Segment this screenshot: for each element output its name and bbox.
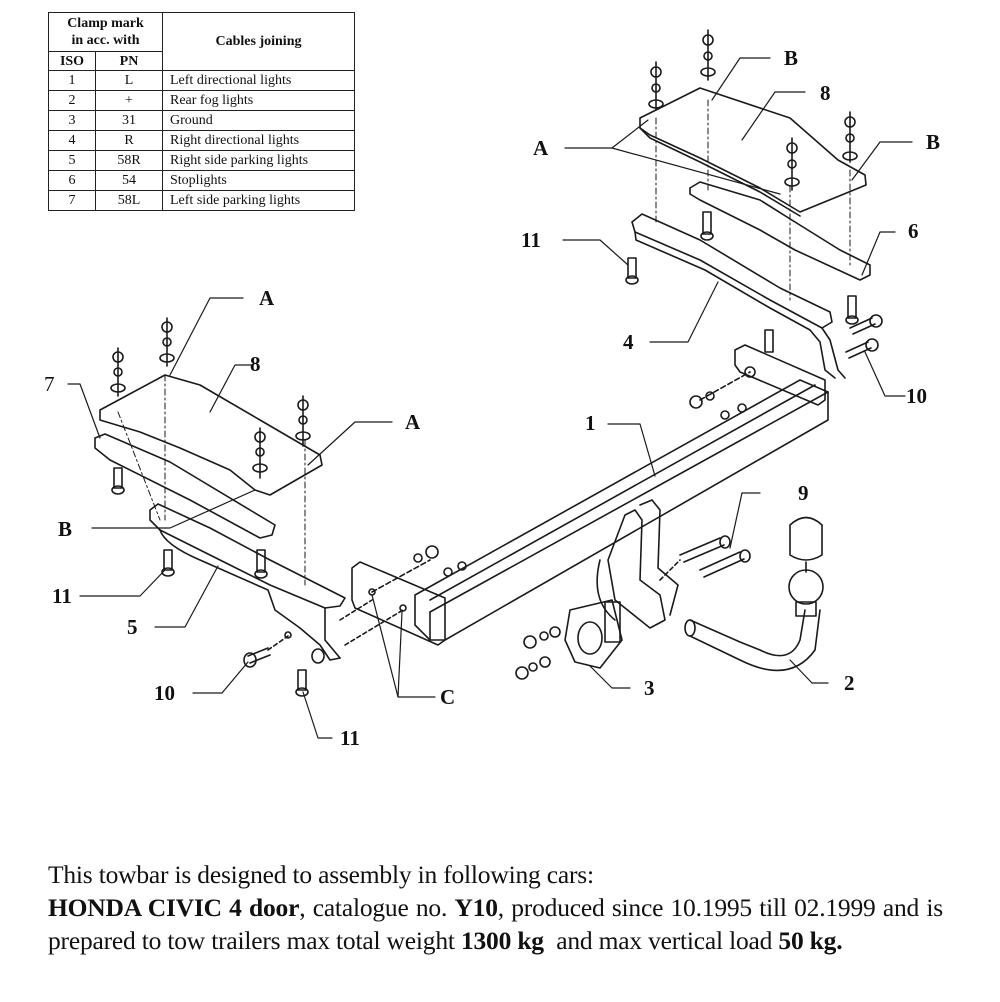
- car-model: HONDA CIVIC 4 door: [48, 893, 300, 922]
- callout-B-left: B: [58, 517, 73, 541]
- callout-11-top: 11: [521, 228, 541, 252]
- left-plate-8: [99, 374, 323, 496]
- main-crossbar-1: [414, 379, 829, 641]
- callout-A-left-top: A: [259, 286, 275, 310]
- callout-leader-lines: [67, 57, 913, 739]
- callout-11-bottom: 11: [340, 726, 360, 750]
- caption-details: HONDA CIVIC 4 door, catalogue no. Y10, p…: [48, 891, 943, 957]
- left-assembly-guides: [117, 374, 306, 586]
- pn-cell: 58L: [95, 190, 163, 211]
- callout-8-top: 8: [820, 81, 831, 105]
- cables-joining-header: Cables joining: [162, 12, 355, 71]
- callout-A-left-mid: A: [405, 410, 421, 434]
- callout-11-left: 11: [52, 584, 72, 608]
- cable-description-cell: Left side parking lights: [162, 190, 355, 211]
- caption-intro: This towbar is designed to assembly in f…: [48, 860, 594, 889]
- clamp-mark-header: Clamp mark in acc. with: [48, 12, 163, 52]
- right-bolts-10: [845, 314, 883, 359]
- caption-sep2: , produced since 10.1995 till 02.1999 an…: [48, 893, 943, 955]
- callout-3: 3: [644, 676, 655, 700]
- callout-2: 2: [844, 671, 855, 695]
- cable-clamp-table: Clamp mark in acc. with Cables joining IS…: [48, 12, 355, 211]
- callout-8-left: 8: [250, 352, 261, 376]
- towbar-exploded-diagram: [67, 29, 913, 739]
- cable-description-cell: Stoplights: [162, 170, 355, 191]
- callout-10-left: 10: [154, 681, 175, 705]
- right-bracket-4: [631, 213, 846, 379]
- clamp-mark-header-line2: in acc. with: [71, 33, 140, 48]
- right-plate-6: [689, 181, 871, 281]
- table-row: 2+Rear fog lights: [48, 90, 355, 111]
- tow-ball-2: [684, 516, 824, 672]
- vehicle-compatibility-caption: This towbar is designed to assembly in f…: [48, 858, 943, 957]
- cable-description-cell: Right side parking lights: [162, 150, 355, 171]
- callout-5: 5: [127, 615, 138, 639]
- max-vertical-load: 50 kg.: [778, 926, 843, 955]
- left-fasteners: [110, 317, 404, 697]
- callout-4: 4: [623, 330, 634, 354]
- caption-sep3: and max vertical load: [543, 926, 779, 955]
- right-top-fasteners: [625, 29, 859, 353]
- ball-mount-bracket: [596, 499, 679, 629]
- left-bracket-5: [149, 503, 346, 661]
- right-top-plate-8: [639, 87, 867, 217]
- callout-7: 7: [44, 372, 55, 396]
- cable-description-cell: Rear fog lights: [162, 90, 355, 111]
- cable-description-cell: Right directional lights: [162, 130, 355, 151]
- callout-C: C: [440, 685, 456, 709]
- catalogue-number: Y10: [454, 893, 498, 922]
- callout-1: 1: [585, 411, 596, 435]
- callout-A-top: A: [533, 136, 549, 160]
- bolts-9: [659, 535, 751, 581]
- callout-10-right: 10: [906, 384, 927, 408]
- max-trailer-weight: 1300 kg: [460, 926, 544, 955]
- left-plate-7: [94, 433, 276, 539]
- right-end-plate: [689, 344, 826, 409]
- callout-9: 9: [798, 481, 809, 505]
- left-connection-plate: [351, 545, 446, 646]
- callout-B-top: B: [784, 46, 799, 70]
- clamp-mark-header-line1: Clamp mark: [67, 16, 144, 31]
- right-top-assembly-guides: [655, 99, 851, 301]
- socket-plate-3: [515, 599, 623, 680]
- iso-header: ISO: [48, 51, 96, 71]
- callout-B-right: B: [926, 130, 941, 154]
- caption-sep1: , catalogue no.: [299, 893, 455, 922]
- callout-6: 6: [908, 219, 919, 243]
